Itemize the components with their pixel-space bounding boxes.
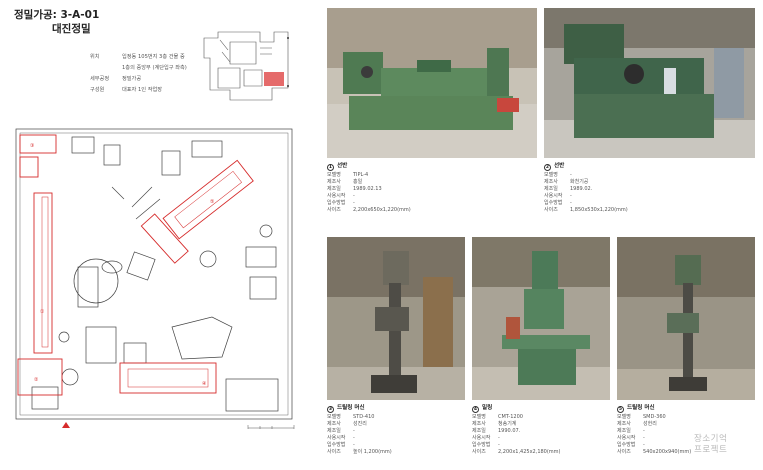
photo-machine-2 [544, 8, 755, 158]
svg-text:⑤: ⑤ [210, 199, 214, 205]
plan-machine-4 [119, 362, 217, 394]
spec-row: 모델명- [544, 172, 572, 178]
plan-machine-5 [162, 159, 254, 240]
title-sub: 대진정밀 [52, 23, 91, 36]
photo-machine-3 [327, 237, 465, 400]
floor-plan: ① ② ③ ④ ⑤ [15, 128, 293, 420]
info-row-location-cont: 1층의 중앙부 (계단입구 좌측) [122, 64, 187, 71]
spec-row: 사용시작- [472, 435, 500, 441]
spec-row: 제조일- [327, 428, 355, 434]
spec-row: 입수방법- [472, 442, 500, 448]
info-row-members: 구성원 대표자 1인 작업장 [90, 86, 163, 93]
plan-machine-1 [33, 192, 53, 354]
spec-row: 입수방법- [617, 442, 645, 448]
plan-machine-3 [19, 134, 57, 154]
title-main: 정밀가공: 3-A-01 [14, 9, 100, 21]
info-row-location: 위치 입정동 105번지 3층 건물 중 [90, 53, 185, 60]
spec-row: 사용시작- [327, 435, 355, 441]
location-highlight [264, 72, 284, 86]
info-table: 위치 입정동 105번지 3층 건물 중 1층의 중앙부 (계단입구 좌측) 세… [90, 52, 187, 96]
svg-text:①: ① [40, 309, 45, 315]
svg-text:②: ② [34, 377, 39, 383]
svg-text:③: ③ [30, 143, 34, 149]
scale-bar-icon [247, 425, 295, 429]
photo-machine-4 [472, 237, 610, 400]
north-arrow-icon [62, 422, 70, 428]
spec-row: 사용시작- [327, 193, 355, 199]
plan-machine-2 [17, 358, 63, 396]
page-title: 정밀가공: 3-A-01 대진정밀 [14, 8, 99, 36]
location-mini-map [203, 31, 289, 101]
spec-row: 입수방법- [327, 442, 355, 448]
spec-row: 제조일- [617, 428, 645, 434]
info-row-process: 세부공정 정밀가공 [90, 75, 142, 82]
project-watermark: 장소기억 프로젝트 [694, 434, 728, 456]
svg-text:④: ④ [202, 381, 207, 387]
photo-machine-5 [617, 237, 755, 400]
photo-machine-1 [327, 8, 537, 158]
spec-row: 사용시작- [617, 435, 645, 441]
spec-row: 입수방법- [327, 200, 355, 206]
spec-row: 입수방법- [544, 200, 572, 206]
spec-row: 사용시작- [544, 193, 572, 199]
